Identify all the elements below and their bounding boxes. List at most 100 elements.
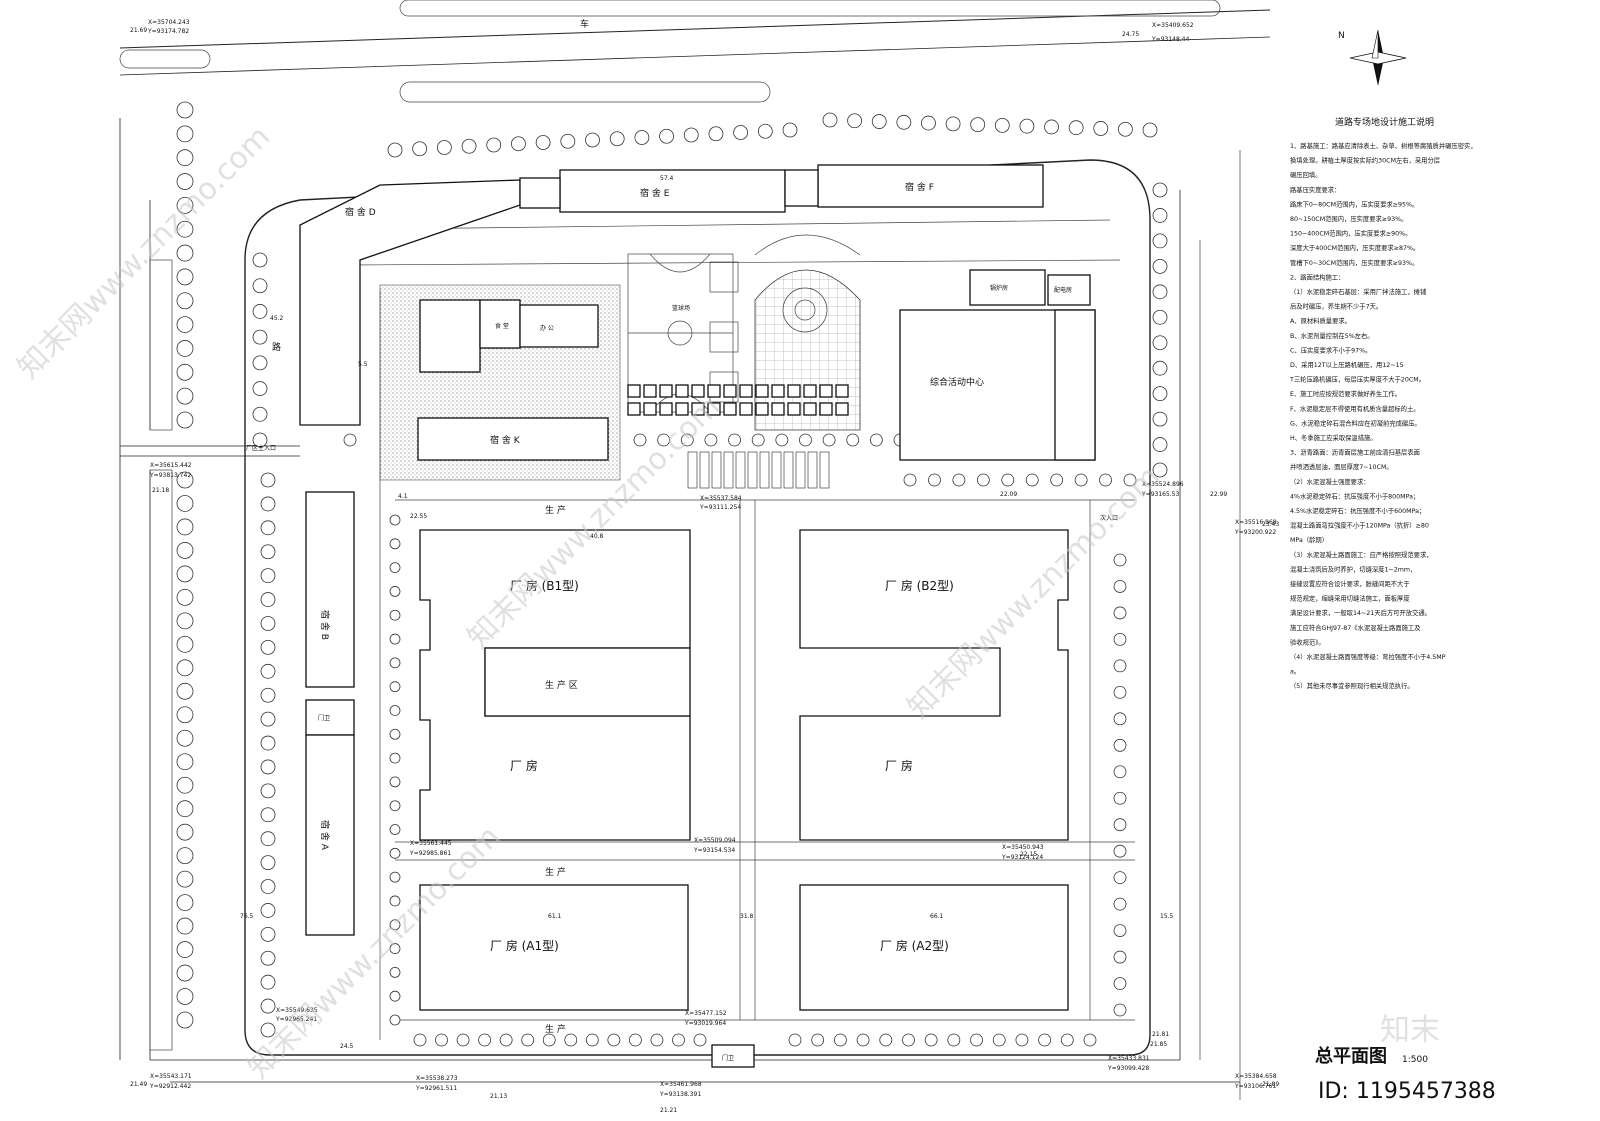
tree-icon bbox=[436, 140, 452, 155]
tree-icon bbox=[176, 800, 194, 818]
tree-icon bbox=[260, 831, 276, 847]
note-line: H、冬季施工应采取保温措施。 bbox=[1290, 433, 1377, 442]
tree-icon bbox=[176, 316, 194, 334]
factory-f1-label: 厂 房 bbox=[510, 758, 538, 773]
tree-icon bbox=[176, 776, 194, 794]
court-label: 篮球场 bbox=[672, 304, 690, 312]
central-plaza bbox=[754, 234, 861, 431]
gate-building bbox=[519, 177, 561, 209]
tree-icon bbox=[389, 609, 401, 621]
parking-stall bbox=[735, 451, 746, 489]
tree-icon bbox=[176, 729, 194, 747]
svg-text:Y=93174.782: Y=93174.782 bbox=[147, 28, 189, 35]
planter-square bbox=[707, 402, 721, 416]
tree-icon bbox=[260, 855, 276, 871]
tree-icon bbox=[1152, 233, 1168, 249]
tree-icon bbox=[1083, 1033, 1097, 1047]
svg-text:X=35461.968: X=35461.968 bbox=[660, 1081, 702, 1088]
office-wing bbox=[519, 304, 599, 348]
tree-icon bbox=[521, 1033, 535, 1047]
image-id: ID: 1195457388 bbox=[1318, 1079, 1496, 1104]
parking-stall bbox=[783, 451, 794, 489]
svg-text:Y=93138.391: Y=93138.391 bbox=[659, 1091, 701, 1098]
note-line: 换填处理。耕植土厚度按实际约30CM左右，采用分层 bbox=[1290, 156, 1440, 165]
tree-icon bbox=[822, 112, 838, 128]
production-label: 生 产 区 bbox=[545, 679, 578, 691]
tree-icon bbox=[389, 562, 401, 574]
tree-icon bbox=[176, 149, 194, 167]
tree-icon bbox=[389, 824, 401, 835]
planter-square bbox=[627, 384, 641, 398]
dorm-a-label: 宿 舍 A bbox=[319, 820, 331, 851]
tree-icon bbox=[389, 705, 401, 716]
tree-icon bbox=[1099, 473, 1112, 487]
svg-text:X=35477.152: X=35477.152 bbox=[685, 1010, 727, 1017]
tree-icon bbox=[389, 752, 401, 764]
tree-icon bbox=[252, 355, 268, 371]
tree-icon bbox=[499, 1033, 513, 1047]
tree-icon bbox=[788, 1033, 802, 1047]
svg-text:5.5: 5.5 bbox=[358, 361, 368, 368]
parking-stall bbox=[723, 451, 734, 489]
tree-icon bbox=[856, 1033, 870, 1047]
tree-icon bbox=[1050, 473, 1064, 487]
tree-icon bbox=[708, 126, 724, 142]
activity-label: 综合活动中心 bbox=[930, 376, 984, 388]
tree-icon bbox=[879, 1033, 893, 1047]
tree-icon bbox=[413, 1033, 427, 1047]
tree-icon bbox=[1152, 360, 1168, 376]
parking-stalls bbox=[687, 451, 830, 489]
svg-text:40.8: 40.8 bbox=[590, 533, 604, 540]
tree-icon bbox=[260, 568, 276, 584]
planter-square bbox=[787, 384, 801, 398]
road-mid2-label: 生 产 bbox=[545, 866, 566, 878]
tree-icon bbox=[260, 711, 276, 727]
tree-icon bbox=[896, 114, 912, 130]
tree-icon bbox=[1074, 473, 1088, 487]
tree-icon bbox=[389, 586, 401, 597]
note-line: 4.5%水泥稳定碎石：抗压强度不小于600MPa； bbox=[1290, 506, 1425, 515]
parking-stall bbox=[807, 451, 818, 489]
svg-text:X=35538.273: X=35538.273 bbox=[416, 1075, 458, 1082]
svg-text:Y=93019.964: Y=93019.964 bbox=[684, 1020, 726, 1027]
dorm-a bbox=[305, 734, 355, 936]
svg-text:57.4: 57.4 bbox=[660, 175, 674, 182]
tree-icon bbox=[389, 871, 401, 883]
tree-icon bbox=[260, 759, 276, 775]
factory-f2-label: 厂 房 bbox=[885, 758, 913, 773]
entrance-side-label: 次入口 bbox=[1100, 514, 1118, 522]
tree-icon bbox=[260, 807, 276, 823]
svg-text:Y=93099.428: Y=93099.428 bbox=[1107, 1065, 1149, 1072]
internal-roads bbox=[309, 219, 1135, 1040]
svg-text:24.75: 24.75 bbox=[1122, 31, 1139, 38]
tree-icon bbox=[672, 1033, 685, 1047]
tree-icon bbox=[634, 130, 650, 145]
tree-icon bbox=[176, 941, 194, 958]
tree-icon bbox=[1152, 437, 1168, 452]
planter-square bbox=[659, 384, 673, 398]
tree-icon bbox=[811, 1033, 825, 1047]
notes-title: 道路专场地设计施工说明 bbox=[1335, 116, 1434, 128]
tree-icon bbox=[389, 776, 401, 788]
parking-stall bbox=[687, 451, 698, 489]
tree-icon bbox=[176, 964, 194, 982]
north-label: N bbox=[1338, 31, 1345, 41]
svg-text:21.85: 21.85 bbox=[1150, 1041, 1167, 1048]
tree-icon bbox=[260, 974, 276, 990]
svg-text:Y=93111.254: Y=93111.254 bbox=[699, 504, 741, 511]
tree-icon bbox=[976, 473, 990, 487]
tree-icon bbox=[1113, 897, 1127, 911]
tree-icon bbox=[1123, 473, 1137, 487]
svg-text:知末: 知末 bbox=[1380, 1013, 1440, 1048]
tree-icon bbox=[1152, 309, 1168, 325]
planter-square bbox=[819, 384, 833, 398]
tree-icon bbox=[260, 663, 276, 679]
tree-icon bbox=[176, 753, 194, 771]
note-line: 并喷洒透层油，面层厚度7~10CM。 bbox=[1290, 462, 1393, 471]
planter-square bbox=[755, 384, 769, 398]
tree-icon bbox=[176, 101, 194, 119]
tree-icon bbox=[751, 433, 765, 447]
parking-stall bbox=[771, 451, 782, 489]
tree-icon bbox=[389, 943, 401, 954]
